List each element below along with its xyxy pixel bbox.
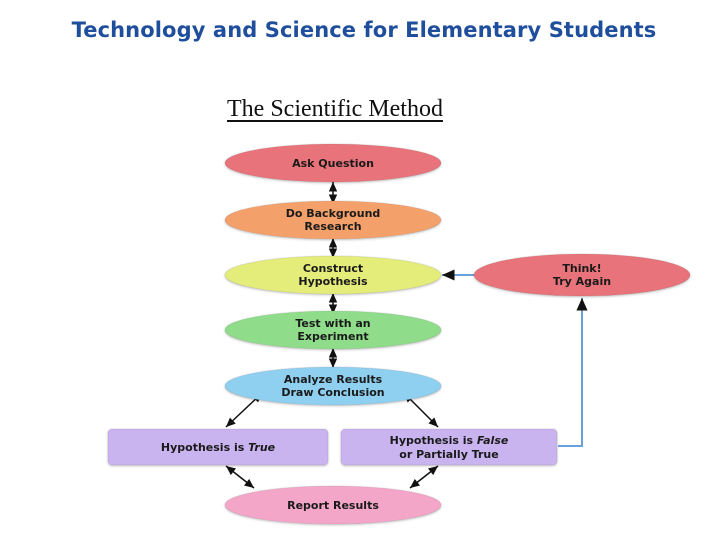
node-background-research-line1: Do Background <box>286 207 381 220</box>
node-hypothesis-true-emphasis: True <box>248 441 276 454</box>
feedback-loop <box>442 269 588 447</box>
node-think-try-again-shape <box>473 253 691 297</box>
svg-text:Hypothesis: Hypothesis <box>298 275 368 288</box>
node-hypothesis-false-emphasis: False <box>477 434 509 447</box>
node-hypothesis-true-shape <box>107 428 329 466</box>
node-think-try-again-line1: Think! <box>562 262 601 275</box>
node-hypothesis-true: Hypothesis is True <box>107 428 329 466</box>
node-hypothesis-false-shape <box>340 428 558 466</box>
node-test-experiment: Test with an Experiment <box>224 310 442 350</box>
node-think-try-again: Think! Try Again <box>473 253 691 297</box>
svg-text:Experiment: Experiment <box>297 330 368 343</box>
node-background-research: Do Background Research <box>224 200 442 240</box>
node-background-research-shape <box>224 200 442 240</box>
node-think-try-again-line2: Try Again <box>553 275 611 288</box>
node-construct-hypothesis: Construct Hypothesis <box>224 255 442 295</box>
node-background-research-line2: Research <box>304 220 361 233</box>
node-construct-hypothesis-line1: Construct <box>303 262 363 275</box>
arrow-false-to-report <box>409 465 439 489</box>
svg-text:Hypothesis is False: Hypothesis is False <box>390 434 509 447</box>
svg-text:or Partially True: or Partially True <box>399 448 498 461</box>
node-hypothesis-false: Hypothesis is False or Partially True <box>340 428 558 466</box>
node-hypothesis-false-line2: or Partially True <box>399 448 498 461</box>
node-hypothesis-false-prefix: Hypothesis is <box>390 434 477 447</box>
svg-text:Try Again: Try Again <box>553 275 611 288</box>
node-report-results-line1: Report Results <box>287 499 379 512</box>
svg-text:Think!: Think! <box>562 262 601 275</box>
node-hypothesis-true-prefix: Hypothesis is <box>161 441 248 454</box>
node-report-results-shape <box>224 485 442 525</box>
svg-text:Test with an: Test with an <box>295 317 370 330</box>
svg-text:Draw Conclusion: Draw Conclusion <box>281 386 384 399</box>
node-test-experiment-line1: Test with an <box>295 317 370 330</box>
node-analyze-results: Analyze Results Draw Conclusion <box>224 366 442 406</box>
svg-text:Research: Research <box>304 220 361 233</box>
svg-text:Analyze Results: Analyze Results <box>284 373 383 386</box>
svg-text:Construct: Construct <box>303 262 363 275</box>
svg-text:Ask Question: Ask Question <box>292 157 374 170</box>
node-test-experiment-line2: Experiment <box>297 330 368 343</box>
node-construct-hypothesis-line2: Hypothesis <box>298 275 368 288</box>
loop-false-to-think <box>558 298 588 447</box>
node-ask-question-shape <box>224 143 442 183</box>
svg-text:Do Background: Do Background <box>286 207 381 220</box>
node-analyze-results-line1: Analyze Results <box>284 373 383 386</box>
diagram-title: The Scientific Method <box>227 96 443 122</box>
node-construct-hypothesis-shape <box>224 255 442 295</box>
node-ask-question: Ask Question <box>224 143 442 183</box>
svg-text:Report Results: Report Results <box>287 499 379 512</box>
node-report-results: Report Results <box>224 485 442 525</box>
node-test-experiment-shape <box>224 310 442 350</box>
node-analyze-results-line2: Draw Conclusion <box>281 386 384 399</box>
svg-text:Hypothesis is True: Hypothesis is True <box>161 441 276 454</box>
node-analyze-results-shape <box>224 366 442 406</box>
slide-title: Technology and Science for Elementary St… <box>71 18 657 42</box>
arrow-true-to-report <box>225 465 255 489</box>
node-ask-question-line1: Ask Question <box>292 157 374 170</box>
